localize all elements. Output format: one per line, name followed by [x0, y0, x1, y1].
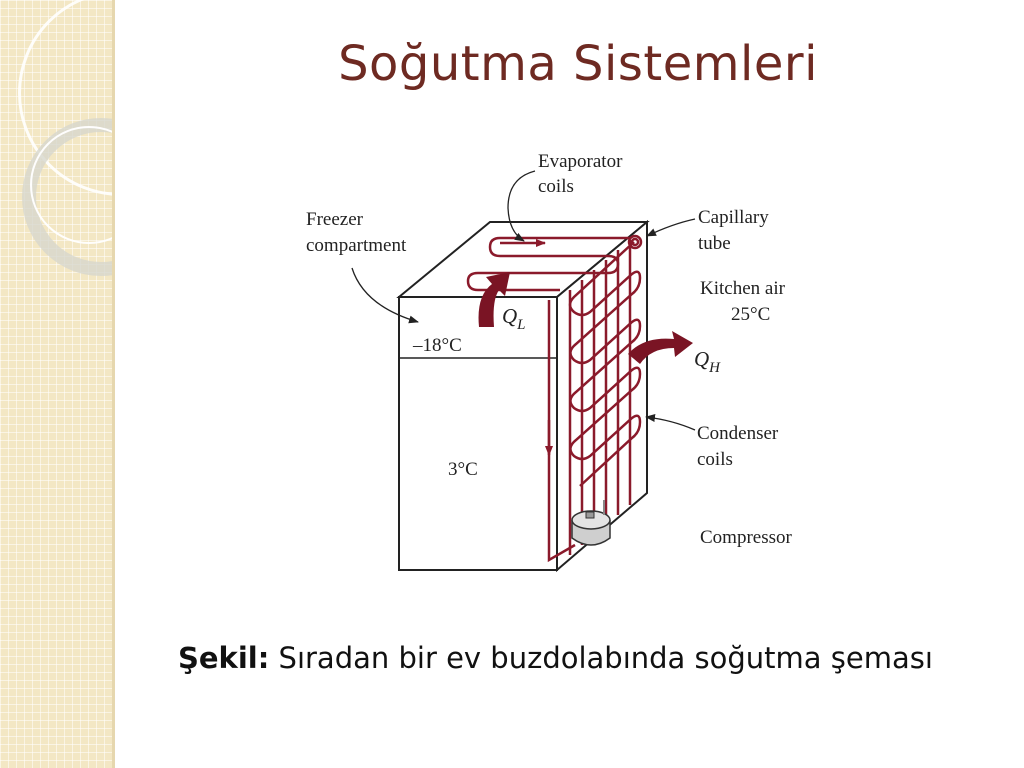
compressor: [571, 500, 611, 546]
sidebar-divider: [112, 0, 115, 768]
kitchen-air-label: Kitchen air: [700, 278, 786, 299]
decorative-sidebar: [0, 0, 112, 768]
freezer-temp: –18°C: [412, 335, 462, 356]
condenser-label-line2: coils: [697, 449, 733, 470]
heat-high-label: QH: [694, 347, 721, 376]
refrigerant-line: [547, 300, 576, 563]
condenser-grid: [568, 234, 643, 555]
capillary-label-line2: tube: [698, 233, 731, 254]
evaporator-label-line1: Evaporator: [538, 151, 623, 172]
condenser-leader: [645, 414, 696, 431]
condenser-label-line1: Condenser: [697, 423, 779, 444]
heat-low-arrow: [478, 272, 510, 327]
capillary-tube-coil: [627, 234, 643, 250]
slide-title: Soğutma Sistemleri: [338, 36, 818, 92]
refrigerator-box: [396, 219, 650, 573]
compressor-label: Compressor: [700, 527, 793, 548]
figure-caption: Şekil: Sıradan bir ev buzdolabında soğut…: [178, 641, 1018, 675]
evaporator-leader: [507, 170, 536, 242]
fridge-temp: 3°C: [448, 459, 478, 480]
heat-low-label: QL: [502, 304, 526, 333]
kitchen-air-temp: 25°C: [731, 304, 770, 325]
condenser-coil: [568, 241, 642, 487]
freezer-label-line2: compartment: [306, 235, 407, 256]
evaporator-label-line2: coils: [538, 176, 574, 197]
refrigerator-diagram: Evaporator coils Freezer compartment Cap…: [306, 151, 793, 573]
capillary-label-line1: Capillary: [698, 207, 769, 228]
caption-text: Sıradan bir ev buzdolabında soğutma şema…: [269, 641, 933, 675]
caption-label: Şekil:: [178, 641, 270, 675]
capillary-leader: [646, 218, 696, 237]
freezer-label-line1: Freezer: [306, 209, 364, 230]
heat-high-arrow: [628, 331, 693, 364]
freezer-leader: [351, 267, 419, 324]
